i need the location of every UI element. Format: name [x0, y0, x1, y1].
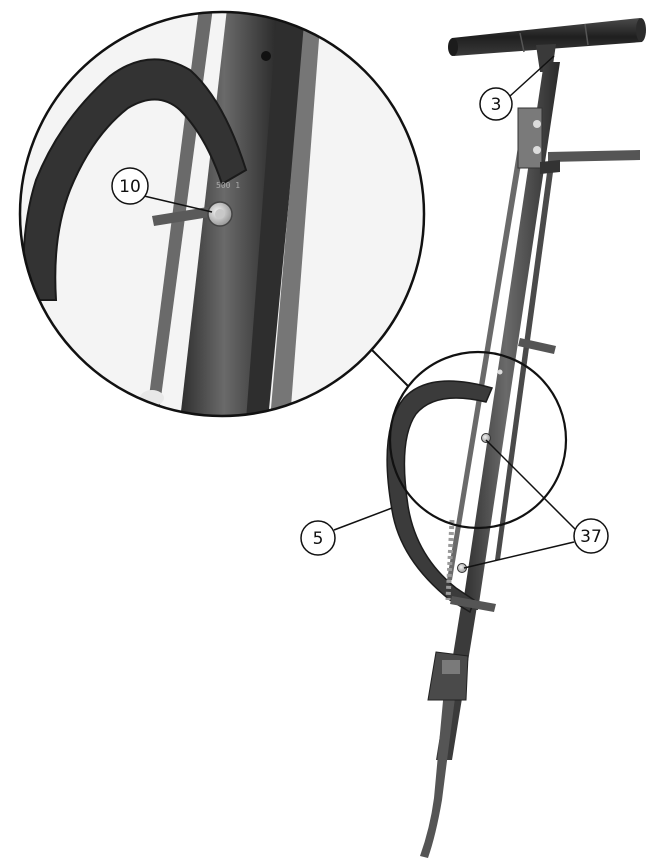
bolt-upper: [481, 433, 491, 443]
foot-plate: [427, 651, 469, 701]
upper-clamp: [517, 107, 543, 169]
svg-text:500 1: 500 1: [216, 181, 240, 190]
side-handle: [386, 380, 494, 614]
callout-3: 3: [479, 55, 555, 121]
zoom-detail: 500 1: [20, 12, 424, 416]
lever-bar: [548, 150, 640, 162]
callout-5-label: 5: [313, 529, 324, 549]
callout-37: 37: [463, 439, 609, 569]
lower-blade: [420, 690, 456, 858]
chain: [445, 519, 455, 601]
side-rod: [447, 110, 530, 580]
main-shaft: [462, 62, 560, 610]
zoom-frame: [18, 10, 426, 418]
detail-connector: [371, 349, 409, 387]
callout-37-label: 37: [580, 527, 602, 547]
callout-10-label: 10: [119, 177, 141, 197]
t-handle-grip: [448, 18, 646, 56]
callout-10: 10: [111, 167, 213, 213]
callout-5: 5: [300, 507, 393, 556]
tool-assembly: [386, 18, 646, 858]
callout-3-label: 3: [491, 95, 502, 115]
detail-marker-circle: [388, 350, 568, 530]
